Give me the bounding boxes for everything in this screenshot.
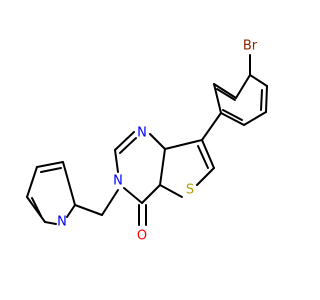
thiophene-sulfur: S bbox=[186, 183, 194, 198]
pyrimidine-nitrogen-top: N bbox=[137, 126, 147, 141]
pyrimidine-nitrogen-3: N bbox=[113, 174, 123, 189]
carbonyl-oxygen: O bbox=[137, 229, 147, 244]
pyrimidinone-ring bbox=[114, 131, 166, 226]
biaryl-bond bbox=[201, 112, 222, 141]
pyridine-ring bbox=[26, 161, 76, 225]
pyridine-nitrogen: N bbox=[57, 215, 67, 230]
bromine-atom: Br bbox=[243, 39, 258, 54]
molecule-structure: Br N N N S O bbox=[26, 39, 268, 244]
bromophenyl-ring bbox=[213, 54, 268, 126]
thiophene-ring bbox=[159, 139, 215, 198]
methylene-linker bbox=[74, 189, 119, 216]
